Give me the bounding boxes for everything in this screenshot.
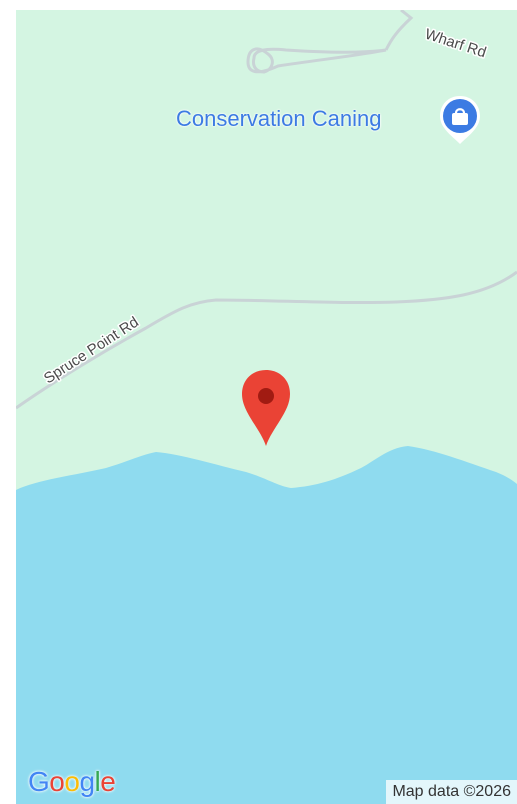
logo-letter: e (100, 766, 116, 797)
wharf-road (384, 10, 414, 51)
map-view[interactable]: Spruce Point Rd Wharf Rd Conservation Ca… (16, 10, 517, 804)
logo-letter: l (94, 766, 101, 797)
shopping-bag-icon[interactable] (432, 94, 488, 150)
logo-letter: g (79, 766, 95, 797)
poi-label[interactable]: Conservation Caning (176, 106, 382, 131)
google-logo: Google (28, 766, 116, 798)
location-pin-icon[interactable] (238, 370, 294, 450)
map-canvas[interactable]: Spruce Point Rd Wharf Rd (16, 10, 517, 804)
water-area (16, 446, 517, 804)
logo-letter: G (28, 766, 50, 797)
spruce-point-road (16, 270, 517, 410)
loop-road (246, 47, 387, 74)
logo-letter: o (64, 766, 80, 797)
logo-letter: o (49, 766, 65, 797)
map-attribution[interactable]: Map data ©2026 (386, 780, 517, 804)
